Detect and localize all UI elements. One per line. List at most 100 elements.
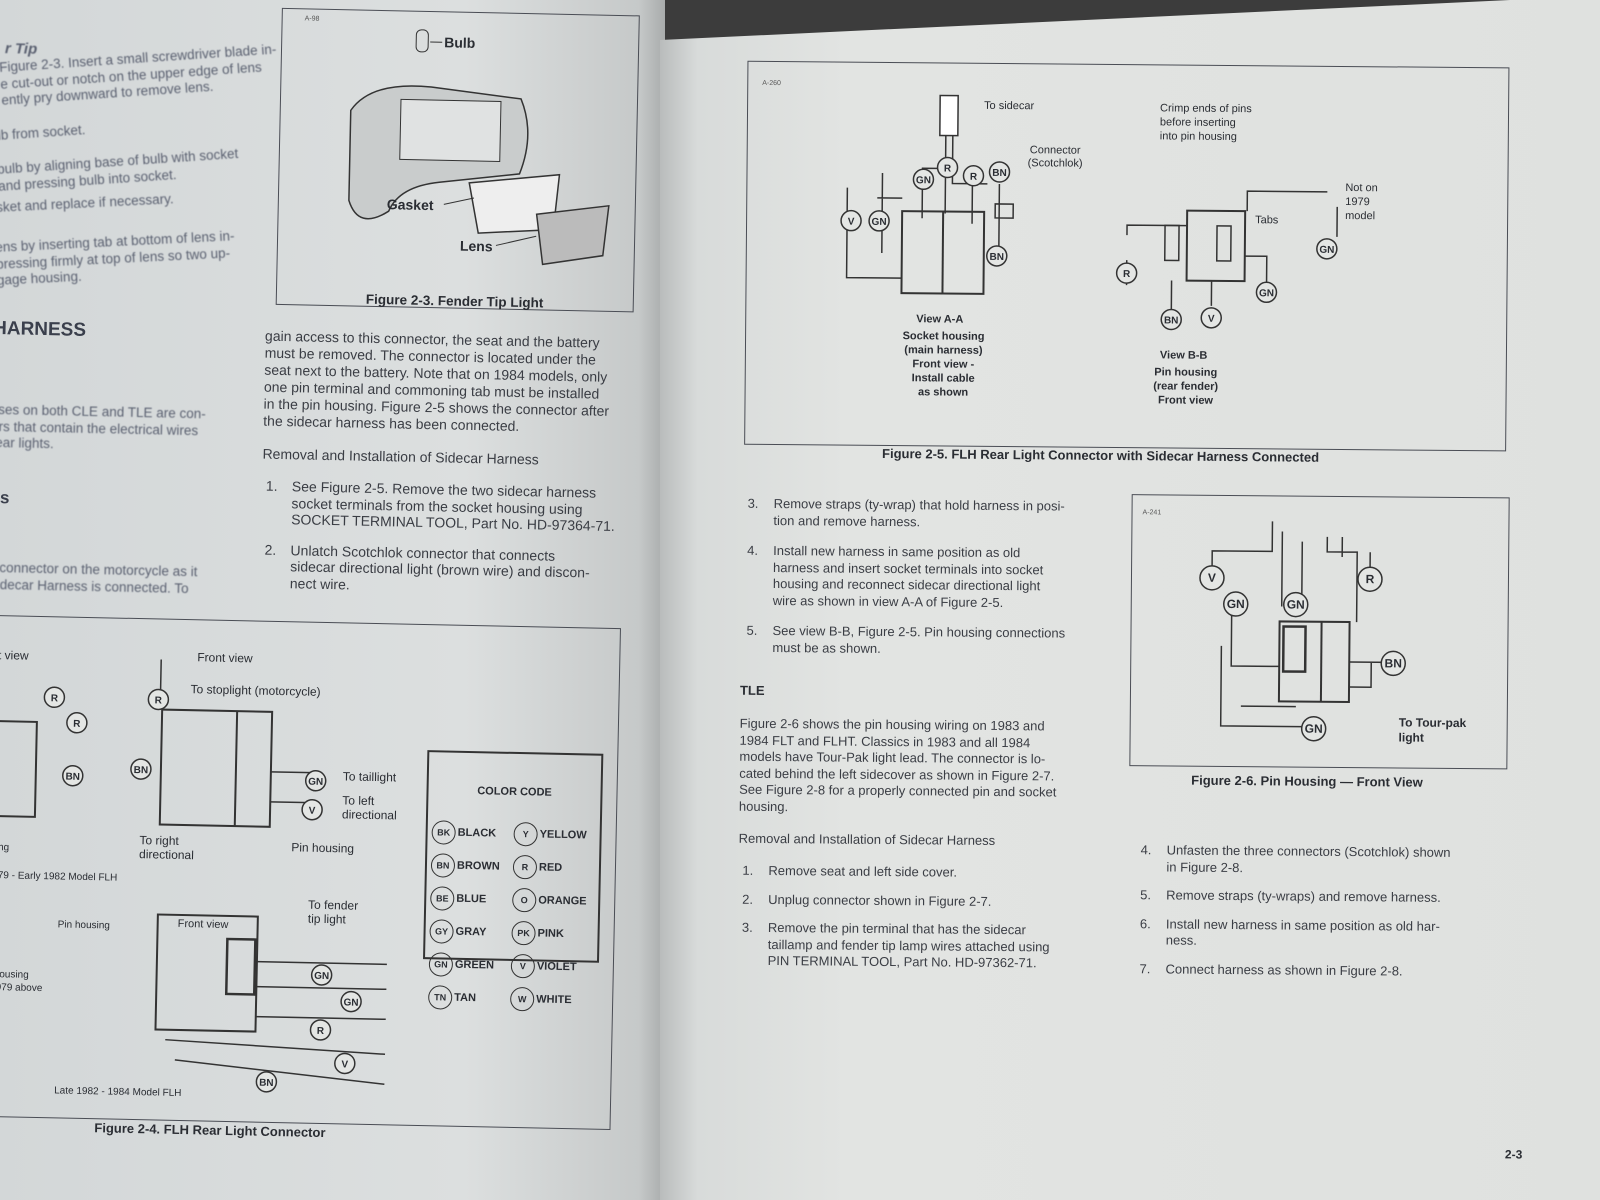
step-text: Connect harness as shown in Figure 2-8. [1165, 960, 1403, 979]
step-number: 7. [1139, 960, 1151, 976]
step-text: Remove seat and left side cover. [768, 862, 958, 880]
svg-text:GN: GN [343, 997, 358, 1008]
color-name: VIOLET [536, 960, 577, 974]
fig24-front-view-left: nt view [0, 648, 29, 663]
fender-tip-para-4: sket and replace if necessary. [0, 191, 174, 215]
wire-code-circle: PK [511, 920, 536, 946]
wire-label-circle: GN [1316, 238, 1338, 260]
wire-label-circle: R [1115, 262, 1138, 284]
wire-label-circle: R [936, 156, 959, 179]
step-text: Remove the pin terminal that has the sid… [767, 919, 1050, 971]
step-item: 1.See Figure 2-5. Remove the two sidecar… [265, 478, 636, 535]
wire-code-circle: GY [429, 919, 454, 944]
left-steps-list: 1.See Figure 2-5. Remove the two sidecar… [263, 478, 636, 613]
tle-subheading: Removal and Installation of Sidecar Harn… [738, 830, 996, 848]
wire-code-circle: R [512, 854, 538, 880]
section-heading: HARNESS [0, 317, 87, 341]
svg-text:BN: BN [992, 168, 1007, 179]
wire-label-circle: R [962, 164, 985, 187]
step-text: Unlatch Scotchlok connector that connect… [289, 541, 590, 592]
step-item: 4.Unfasten the three connectors (Scotchl… [1140, 842, 1530, 878]
wire-label-circle: V [334, 1052, 356, 1075]
step-number: 3. [741, 919, 753, 935]
step-text: Remove straps (ty-wrap) that hold harnes… [773, 496, 1065, 529]
middle-para: gain access to this connector, the seat … [263, 327, 610, 434]
color-name: BROWN [456, 859, 500, 873]
step-number: 5. [1140, 887, 1152, 903]
fig24-to-left-directional: To left directional [341, 793, 397, 823]
wire-label-circle: R [1357, 566, 1383, 592]
svg-text:V: V [341, 1059, 348, 1070]
wire-label-circle: V [1199, 565, 1225, 591]
step-item: 3. Remove the pin terminal that has the s… [742, 920, 1102, 973]
figure-2-3-caption: Figure 2-3. Fender Tip Light [365, 291, 544, 311]
fig25-view-aa-desc: Socket housing (main harness) Front view… [902, 330, 985, 399]
wire-label-circle: V [840, 209, 862, 232]
middle-subheading: Removal and Installation of Sidecar Harn… [262, 445, 539, 468]
lens-label: Lens [459, 237, 493, 255]
wire-label-circle: R [43, 686, 66, 709]
svg-text:BN: BN [1385, 656, 1402, 670]
svg-text:BN: BN [259, 1078, 274, 1089]
step-number: 6. [1139, 915, 1151, 931]
svg-text:V: V [1208, 314, 1215, 325]
step-item: 2.Unlatch Scotchlok connector that conne… [264, 541, 635, 598]
color-name: TAN [454, 991, 477, 1005]
svg-text:BN: BN [1164, 315, 1179, 326]
color-name: YELLOW [539, 828, 587, 842]
wire-code-circle: TN [427, 985, 453, 1010]
wire-label-circle: GN [1255, 281, 1278, 304]
step-text: See view B-B, Figure 2-5. Pin housing co… [772, 623, 1066, 656]
svg-text:GN: GN [314, 971, 329, 982]
sub-para: e connector on the motorcycle as it Side… [0, 559, 198, 596]
svg-text:R: R [970, 172, 978, 183]
wire-label-circle: GN [310, 964, 333, 986]
fender-tip-heading: r Tip [4, 40, 38, 58]
sub-heading: ns [0, 487, 10, 508]
bulb-label: Bulb [444, 34, 476, 51]
wire-label-circle: BN [1380, 650, 1406, 677]
color-name: WHITE [536, 993, 572, 1007]
fig24-using: using [0, 841, 10, 854]
svg-text:BN: BN [65, 772, 80, 783]
tle-heading: TLE [739, 682, 765, 698]
wire-label-circle: BN [988, 161, 1011, 183]
wire-label-circle: GN [912, 168, 935, 191]
svg-text:GN: GN [308, 777, 323, 788]
fig24-front-view: Front view [197, 650, 253, 666]
step-number: 4. [1140, 842, 1152, 858]
fig25-view-aa-title: View A-A [916, 313, 964, 326]
wire-label-circle: GN [340, 990, 362, 1013]
step-number: 1. [265, 477, 278, 494]
step-number: 2. [742, 891, 754, 907]
svg-text:BN: BN [989, 252, 1004, 263]
svg-text:R: R [317, 1026, 325, 1037]
step-number: 4. [747, 542, 759, 558]
wire-code-circle: Y [513, 821, 538, 847]
svg-text:R: R [73, 719, 81, 730]
fig24-to-right-directional: To right directional [138, 833, 194, 863]
wire-label-circle: V [301, 798, 323, 821]
step-text: Unplug connector shown in Figure 2-7. [768, 891, 992, 909]
color-name: GREEN [454, 958, 495, 972]
svg-text:V: V [309, 806, 316, 817]
steps-a-list: 3.Remove straps (ty-wrap) that hold harn… [746, 496, 1108, 673]
fender-tip-light-illustration [348, 29, 610, 266]
wire-label-circle: BN [986, 245, 1008, 267]
svg-text:GN: GN [1287, 597, 1305, 611]
svg-text:BN: BN [134, 765, 149, 776]
steps-c-list: 4.Unfasten the three connectors (Scotchl… [1139, 842, 1530, 992]
wire-label-circle: BN [1160, 308, 1182, 331]
fig25-not-on-1979: Not on 1979 model [1345, 181, 1378, 223]
